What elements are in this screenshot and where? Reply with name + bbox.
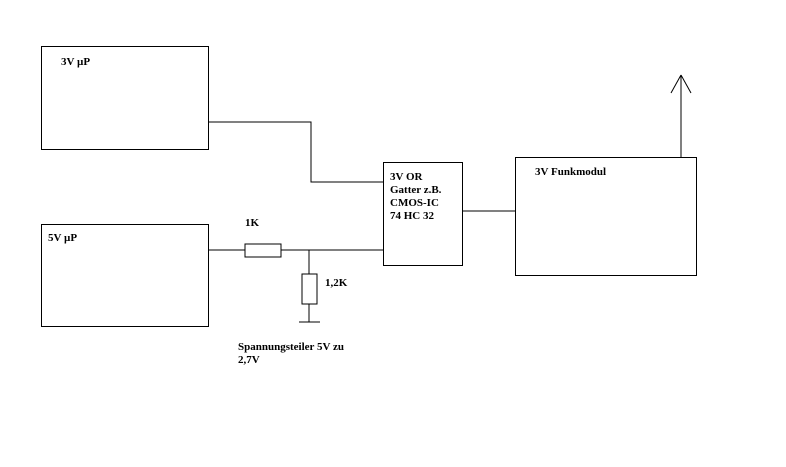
resistor-1k xyxy=(244,243,282,258)
label-resistor-1-2k: 1,2K xyxy=(325,277,348,289)
block-5v-microprocessor xyxy=(41,224,209,327)
label-radio-module: 3V Funkmodul xyxy=(535,166,607,178)
label-5v-microprocessor: 5V µP xyxy=(48,232,78,244)
block-3v-microprocessor xyxy=(41,46,209,150)
block-or-gate xyxy=(383,162,463,266)
antenna-icon xyxy=(670,74,692,94)
label-voltage-divider-note: Spannungsteiler 5V zu 2,7V xyxy=(238,341,344,366)
label-resistor-1k: 1K xyxy=(245,217,260,229)
wire-3v-mcu-to-gate xyxy=(209,121,383,183)
label-3v-microprocessor: 3V µP xyxy=(61,56,91,68)
label-or-gate: 3V OR Gatter z.B. CMOS-IC 74 HC 32 xyxy=(390,171,442,222)
block-radio-module xyxy=(515,157,697,276)
resistor-1-2k xyxy=(301,273,318,305)
